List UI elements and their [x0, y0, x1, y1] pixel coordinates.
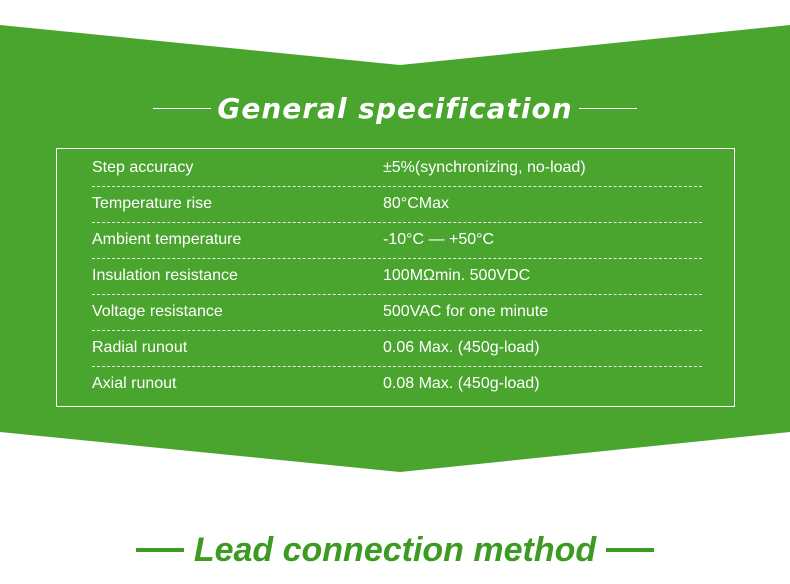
spec-row: Temperature rise 80°CMax [92, 186, 702, 223]
spec-table: Step accuracy ±5%(synchronizing, no-load… [56, 148, 735, 407]
spec-value: 100MΩmin. 500VDC [383, 267, 531, 284]
spec-label: Temperature rise [92, 195, 213, 212]
spec-title-text: General specification [217, 91, 573, 125]
spec-row: Ambient temperature -10°C — +50°C [92, 222, 702, 259]
spec-label: Insulation resistance [92, 267, 238, 284]
title-line-right [578, 107, 637, 109]
spec-row: Step accuracy ±5%(synchronizing, no-load… [92, 150, 702, 187]
spec-value: 500VAC for one minute [383, 303, 549, 320]
spec-value: 80°CMax [383, 195, 449, 212]
spec-label: Radial runout [92, 339, 188, 356]
title-bar-left [135, 548, 184, 552]
spec-title: General specification [0, 88, 790, 128]
title-line-left [153, 107, 212, 109]
spec-label: Axial runout [92, 375, 177, 392]
green-banner [0, 25, 790, 472]
spec-label: Ambient temperature [92, 231, 242, 248]
spec-label: Voltage resistance [92, 303, 223, 320]
spec-value: ±5%(synchronizing, no-load) [383, 159, 586, 176]
lead-title-text: Lead connection method [193, 530, 597, 569]
spec-row: Radial runout 0.06 Max. (450g-load) [92, 330, 702, 367]
spec-row: Insulation resistance 100MΩmin. 500VDC [92, 258, 702, 295]
spec-value: -10°C — +50°C [383, 231, 495, 248]
spec-value: 0.06 Max. (450g-load) [383, 339, 540, 356]
spec-row: Voltage resistance 500VAC for one minute [92, 294, 702, 331]
lead-title: Lead connection method [0, 528, 790, 572]
spec-value: 0.08 Max. (450g-load) [383, 375, 540, 392]
spec-row: Axial runout 0.08 Max. (450g-load) [92, 366, 702, 402]
spec-label: Step accuracy [92, 159, 194, 176]
title-bar-right [606, 548, 655, 552]
